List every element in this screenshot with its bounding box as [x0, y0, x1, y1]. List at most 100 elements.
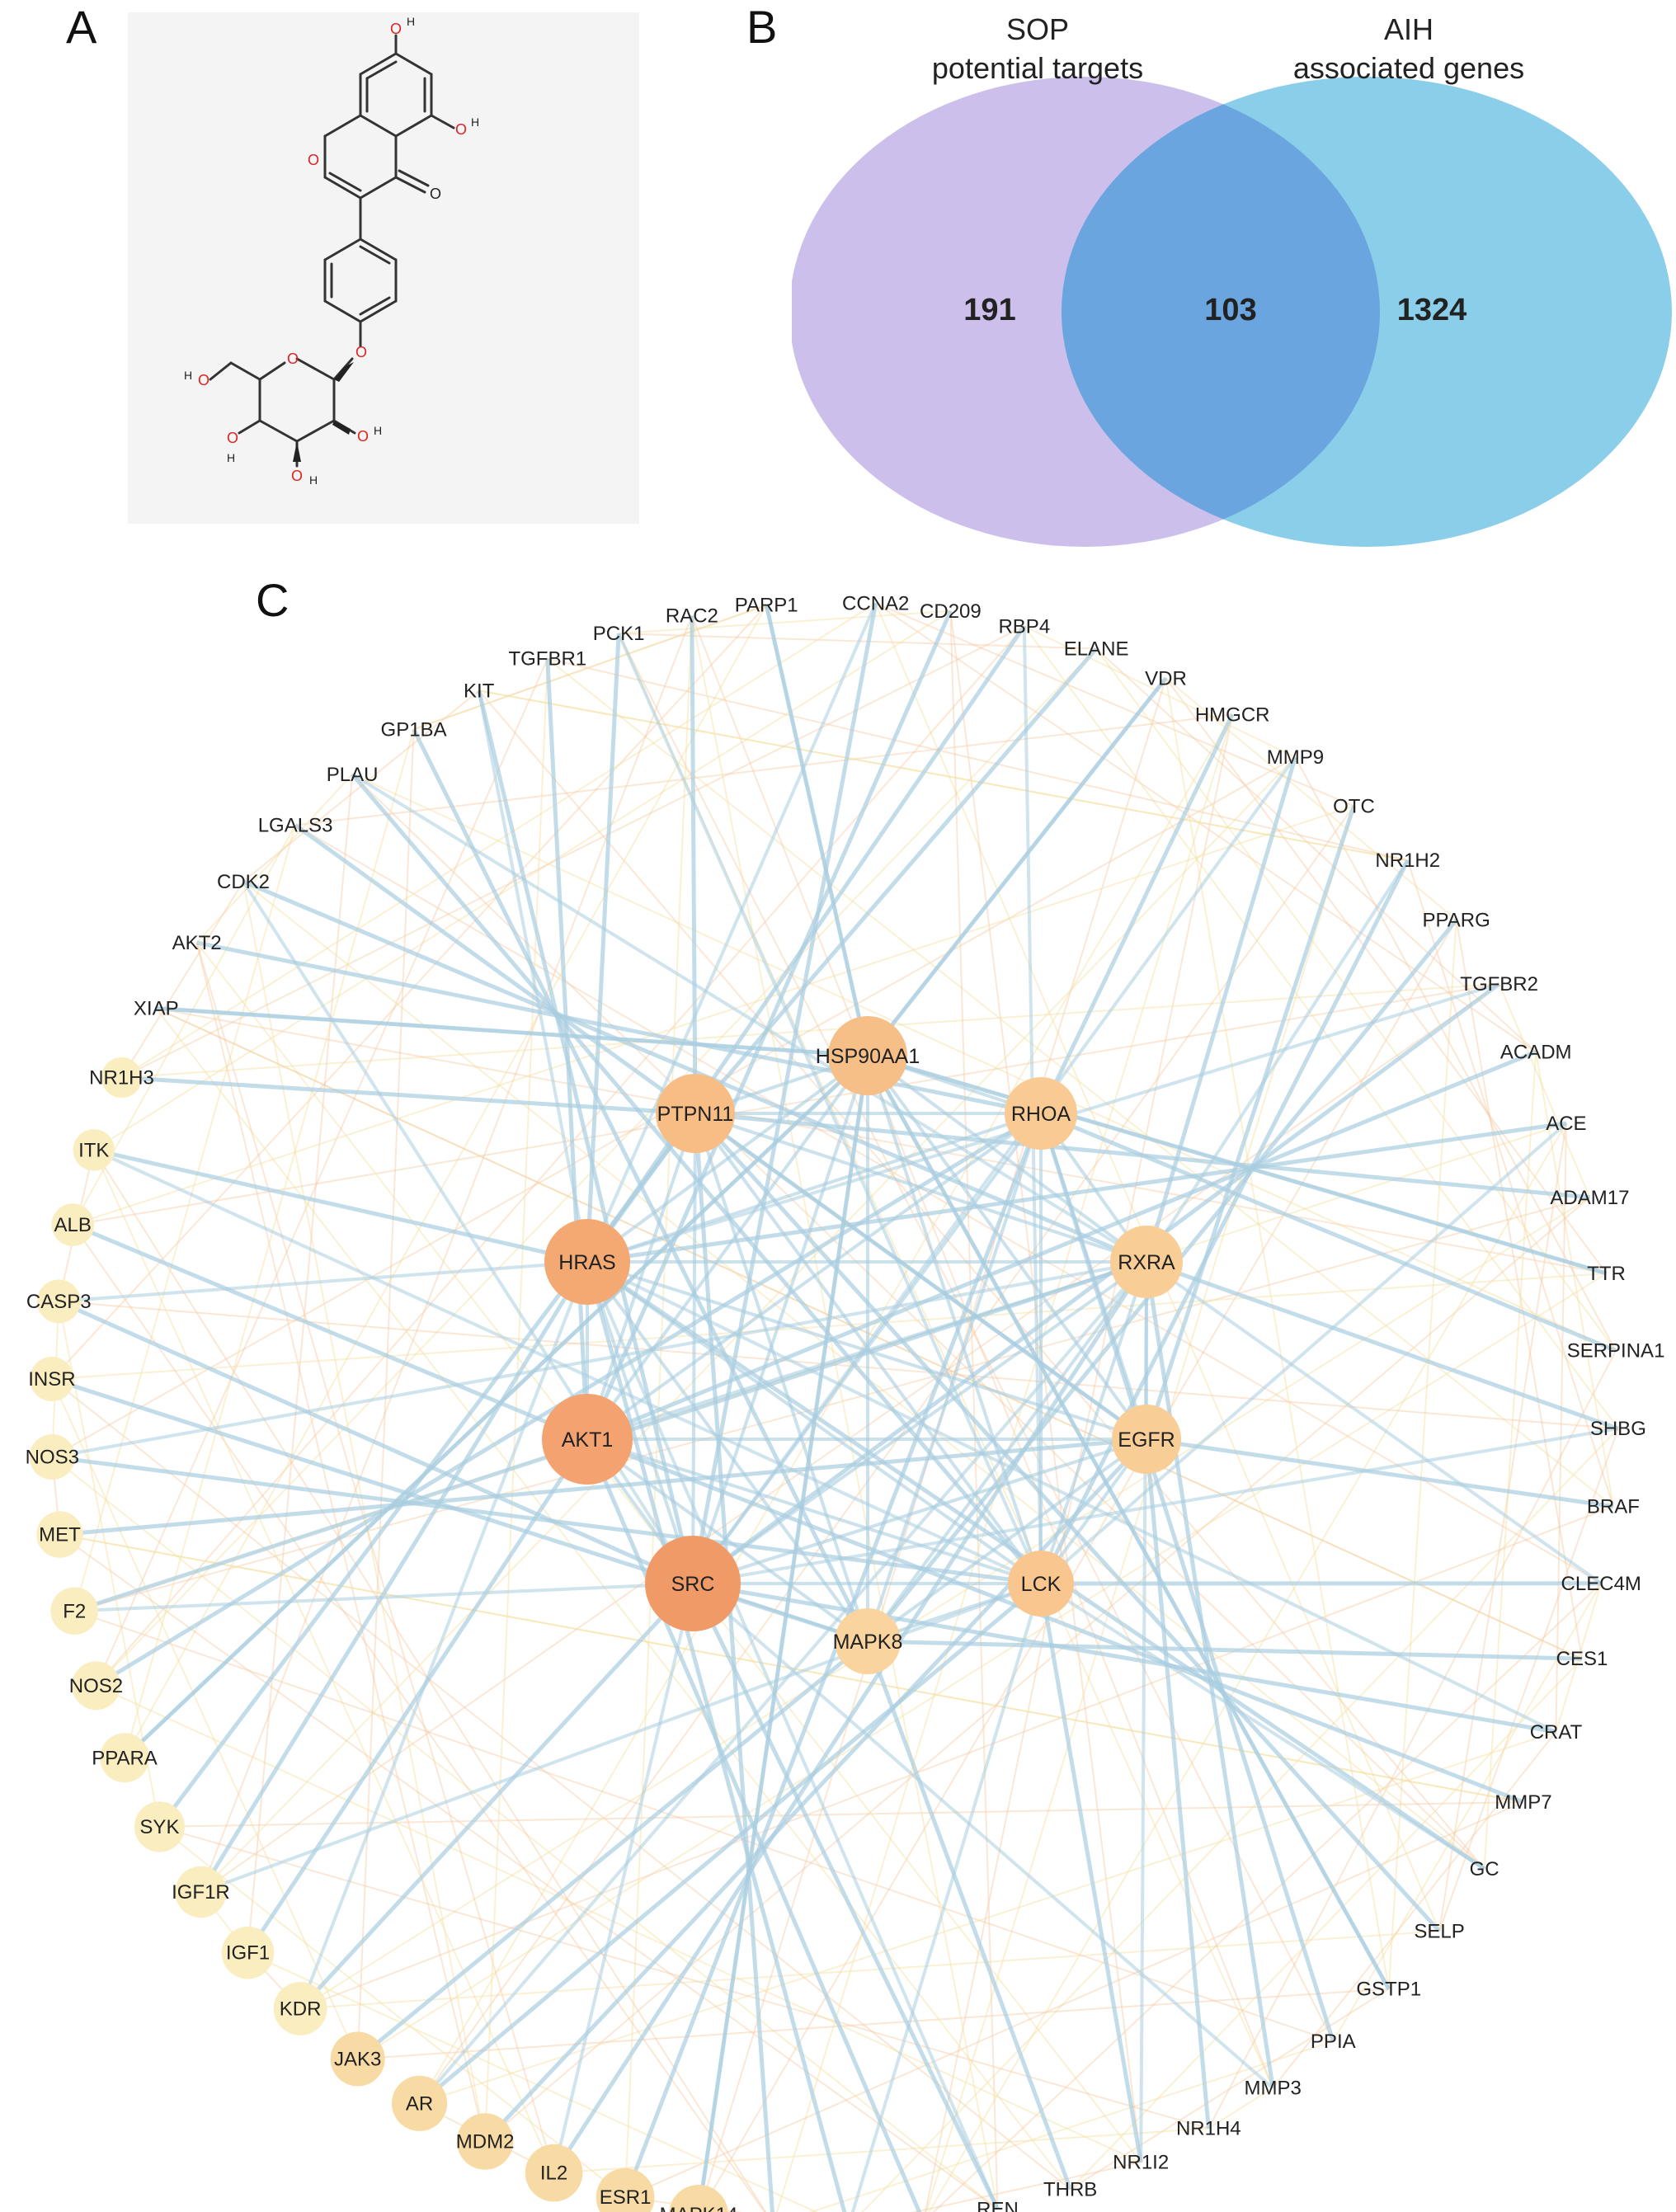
network-edge — [586, 1260, 1043, 1585]
network-node: CD209 — [920, 600, 982, 623]
network-node: JAK3 — [330, 2031, 385, 2087]
network-edge — [586, 1113, 697, 1440]
network-node: KDR — [273, 1981, 327, 2036]
node-circle — [51, 1203, 95, 1246]
network-node: CES1 — [1556, 1648, 1608, 1670]
network-edge — [619, 609, 951, 635]
network-node: MAPK14 — [660, 2185, 737, 2212]
node-circle — [29, 1433, 75, 1480]
hub-node-label: RHOA — [1011, 1103, 1071, 1126]
network-edge — [866, 677, 1168, 1057]
network-edge — [1438, 1428, 1619, 1932]
network-edge — [59, 1300, 1618, 1430]
network-edges — [50, 602, 1619, 2212]
network-edge — [692, 1581, 1556, 1734]
network-edge — [1498, 983, 1591, 1198]
oxygen-atom: O — [227, 430, 238, 446]
network-node: ADAM17 — [1550, 1187, 1629, 1209]
network-node: XIAP — [134, 998, 179, 1020]
network-edge — [1208, 1350, 1617, 2130]
network-edge — [478, 689, 1408, 862]
network-edge — [1555, 1122, 1567, 1732]
network-edge — [690, 615, 999, 2210]
network-edge — [808, 2040, 1334, 2212]
network-edge — [586, 1438, 1042, 1585]
network-edge — [1038, 859, 1410, 1585]
node-label: NOS2 — [69, 1675, 123, 1697]
network-edge — [1039, 1582, 1485, 1871]
network-node: INSR — [28, 1357, 76, 1402]
network-node: IGF1 — [221, 1926, 275, 1979]
right-only-count: 1324 — [1397, 293, 1467, 327]
node-label: NR1H3 — [89, 1067, 154, 1090]
node-label: SOD2 — [897, 2211, 950, 2212]
network-edge — [418, 713, 1234, 2104]
network-edge — [585, 624, 1026, 1264]
network-edge — [96, 1684, 1142, 2163]
network-edge — [51, 605, 767, 1380]
network-edge — [1039, 1261, 1148, 1584]
left-only-count: 191 — [963, 293, 1015, 327]
hub-node-circle — [656, 1074, 735, 1153]
network-edge — [156, 1006, 869, 1057]
network-edge — [586, 1121, 1567, 1264]
network-edge — [159, 1825, 1209, 2130]
network-edge — [924, 714, 1234, 2212]
network-node: CRAT — [1530, 1721, 1583, 1744]
network-node: AKT2 — [172, 932, 222, 954]
hub-node: HSP90AA1 — [816, 1016, 920, 1095]
network-edge — [195, 942, 487, 2142]
network-edge — [586, 1438, 869, 1643]
network-edge — [417, 1582, 1043, 2106]
network-node: GP1BA — [381, 718, 447, 741]
hub-node-label: EGFR — [1118, 1428, 1175, 1452]
panel-label-c: C — [256, 574, 290, 626]
node-circle — [596, 2167, 655, 2212]
network-edge — [875, 602, 1537, 1053]
network-edge — [123, 1054, 869, 1759]
network-edge — [866, 1113, 1043, 1642]
node-label: PPARG — [1423, 909, 1490, 931]
network-edge — [765, 605, 869, 1057]
right-set-title-line2: associated genes — [1293, 51, 1524, 85]
node-label: ACADM — [1500, 1041, 1572, 1063]
node-label: LGALS3 — [258, 815, 333, 837]
network-edge — [73, 983, 1499, 1226]
hydrogen-atom: H — [407, 15, 415, 28]
oxygen-atom: O — [455, 121, 467, 138]
overlap-count: 103 — [1204, 293, 1256, 327]
network-edge — [92, 1148, 1042, 1585]
network-edge — [72, 1224, 766, 2212]
network-edge — [586, 1437, 1524, 1805]
hub-node: RHOA — [1005, 1077, 1077, 1150]
network-edge — [196, 940, 1042, 1116]
network-edge — [1165, 677, 1608, 1274]
node-circle — [101, 1057, 143, 1099]
node-label: ALB — [54, 1214, 92, 1236]
network-edge — [477, 689, 589, 1263]
node-label: ADAM17 — [1550, 1187, 1629, 1209]
hub-node: SRC — [645, 1536, 741, 1631]
node-circle — [50, 1587, 99, 1635]
node-label: TGFBR2 — [1460, 973, 1538, 995]
network-edge — [1455, 920, 1584, 1659]
network-node: TTR — [1587, 1263, 1626, 1285]
network-edge — [74, 1582, 694, 1613]
node-label: AKT2 — [172, 932, 222, 954]
network-edge — [418, 805, 1355, 2104]
network-node: SHBG — [1590, 1418, 1646, 1440]
node-circle — [221, 1926, 275, 1979]
node-label: SELP — [1414, 1921, 1464, 1943]
network-edge — [694, 1113, 869, 1642]
network-edge — [73, 1610, 1334, 2042]
network-edge — [294, 824, 1602, 1584]
network-edge — [247, 1951, 818, 2212]
network-node: ACE — [1546, 1113, 1586, 1135]
network-edge — [242, 881, 487, 2142]
network-node: SELP — [1414, 1921, 1464, 1943]
node-label: IL2 — [540, 2163, 567, 2185]
network-edge — [1146, 1259, 1619, 1431]
node-label: PLAU — [327, 764, 379, 786]
node-label: ITK — [78, 1139, 109, 1161]
